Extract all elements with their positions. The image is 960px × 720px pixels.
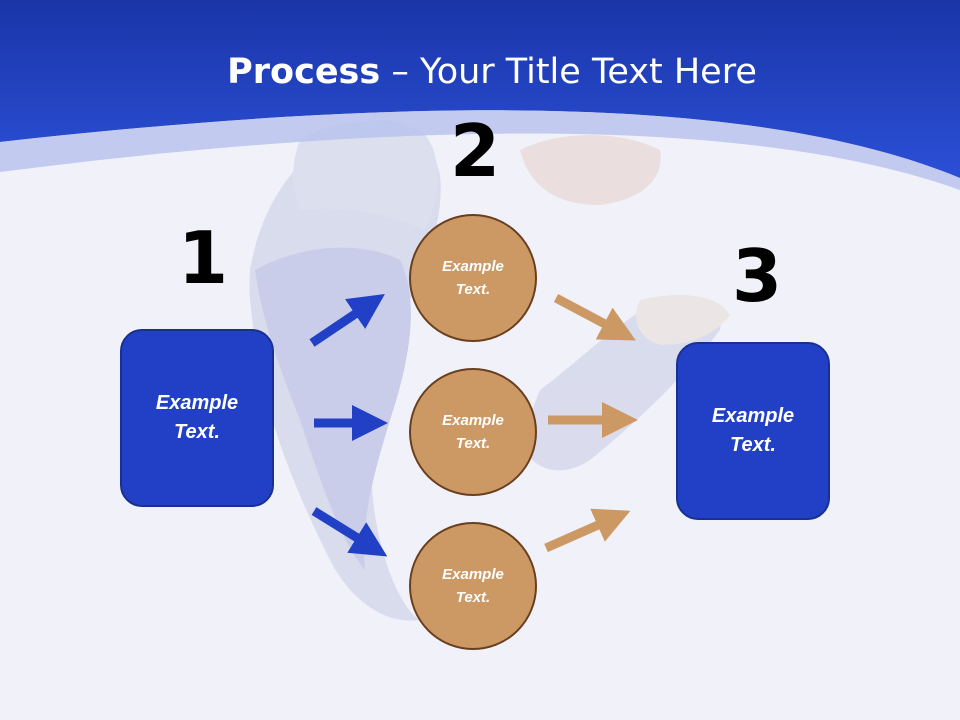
step-2-circle-1-label: Example Text. bbox=[442, 258, 504, 298]
slide-title: Process – Your Title Text Here bbox=[0, 52, 960, 92]
step-2-circle-2-label: Example Text. bbox=[442, 412, 504, 452]
step-3-label: Example Text. bbox=[711, 405, 795, 456]
arrow-circle-3-to-3 bbox=[544, 508, 631, 553]
title-bold: Process bbox=[227, 52, 381, 92]
step-2-circle-3-label: Example Text. bbox=[442, 566, 504, 606]
faded-figure-image bbox=[249, 120, 730, 621]
step-2-circle-2: Example Text. bbox=[409, 368, 537, 496]
arrow-circle-1-to-3 bbox=[553, 294, 636, 341]
step-3-box: Example Text. bbox=[676, 342, 830, 520]
arrow-1-to-circle-3 bbox=[311, 507, 388, 557]
step-2-circle-1: Example Text. bbox=[409, 214, 537, 342]
arrow-1-to-circle-1 bbox=[309, 293, 385, 347]
step-number-1: 1 bbox=[178, 216, 229, 300]
step-1-box: Example Text. bbox=[120, 329, 274, 507]
step-2-circle-3: Example Text. bbox=[409, 522, 537, 650]
step-number-2: 2 bbox=[450, 109, 501, 193]
step-number-3: 3 bbox=[732, 234, 783, 318]
step-1-label: Example Text. bbox=[155, 392, 239, 443]
title-rest: – Your Title Text Here bbox=[380, 52, 757, 92]
